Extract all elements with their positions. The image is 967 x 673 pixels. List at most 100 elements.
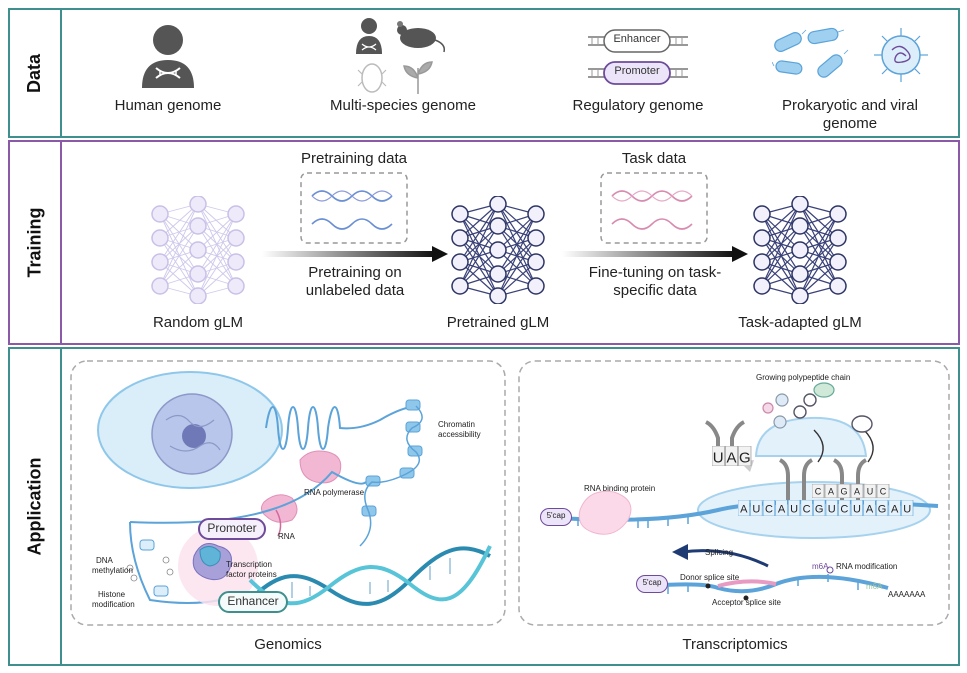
network-edge: [459, 203, 499, 287]
nucleotide-letter: C: [815, 487, 822, 497]
nucleotide-letter: U: [853, 504, 861, 516]
network-node: [791, 241, 809, 259]
application-row-label-box: [8, 347, 62, 666]
histone-label-2: modification: [92, 600, 135, 609]
nucleotide-letter: C: [840, 504, 848, 516]
pretraining-arrow: [262, 246, 448, 262]
network-node: [527, 253, 545, 271]
nucleotide-letter: A: [740, 504, 748, 516]
nucleotide-cell: [838, 500, 851, 516]
network-edge: [197, 203, 237, 263]
network-node: [189, 265, 207, 283]
network-node: [451, 205, 469, 223]
network-node: [527, 229, 545, 247]
nucleotide-cell: [875, 500, 889, 516]
network-node: [189, 287, 207, 304]
m6a-label-1: m6A: [812, 562, 829, 571]
human-genome-icon: [142, 25, 194, 88]
nucleotide-cell: [775, 500, 788, 516]
enhancer-pill: [218, 591, 288, 613]
donor-splice-label: Donor splice site: [680, 573, 740, 582]
network-node: [791, 287, 809, 304]
multi-species-label: Multi-species genome: [330, 97, 476, 114]
training-row-label: Training: [24, 207, 45, 278]
network-node: [489, 217, 507, 235]
network-edge: [159, 237, 199, 297]
network-node: [829, 253, 847, 271]
nucleotide-letter: A: [866, 504, 874, 516]
five-prime-cap-2: [636, 575, 668, 593]
network-node: [189, 217, 207, 235]
pretrained-glm-network: [451, 196, 545, 304]
task-adapted-glm-label: Task-adapted gLM: [738, 314, 862, 331]
tf-label-2: factor proteins: [226, 570, 277, 579]
nucleotide-cell: [863, 500, 876, 516]
five-prime-cap-2-label: 5'cap: [642, 578, 662, 587]
network-node: [489, 287, 507, 304]
network-edge: [799, 203, 839, 263]
network-edge: [799, 213, 839, 297]
acceptor-splice-label: Acceptor splice site: [712, 598, 781, 607]
enhancer-pill-label: Enhancer: [227, 594, 279, 608]
network-node: [227, 253, 245, 271]
network-node: [753, 205, 771, 223]
rbp-label: RNA binding protein: [584, 484, 656, 493]
nucleotide-cell: [762, 500, 776, 516]
regulatory-genome-label: Regulatory genome: [572, 97, 704, 114]
nucleotide-letter: A: [778, 504, 786, 516]
pretraining-arrow-label-1: Pretraining on: [308, 264, 402, 281]
pretraining-data-title: Pretraining data: [301, 150, 407, 167]
network-node: [829, 205, 847, 223]
nucleotide-letter: G: [840, 487, 847, 497]
nucleotide-letter: C: [880, 487, 887, 497]
network-edge: [459, 237, 499, 297]
network-node: [189, 196, 207, 213]
network-node: [151, 205, 169, 223]
five-prime-cap-1-label: 5'cap: [546, 511, 566, 520]
nucleotide-cell: [813, 500, 826, 516]
nucleotide-letter: U: [867, 487, 874, 497]
network-edge: [197, 237, 237, 297]
promoter-tag-label: Promoter: [614, 65, 660, 77]
network-edge: [761, 203, 801, 263]
network-edge: [159, 213, 199, 297]
promoter-pill-label: Promoter: [207, 521, 257, 535]
nucleotide-cell: [800, 500, 813, 516]
fine-tuning-arrow-label-1: Fine-tuning on task-: [588, 264, 722, 281]
network-node: [151, 277, 169, 295]
nucleotide-cell: [863, 484, 877, 498]
nucleotide-cell: [824, 484, 838, 498]
transcriptomics-title: Transcriptomics: [682, 636, 788, 653]
nucleotide-cell: [738, 500, 750, 516]
network-node: [527, 205, 545, 223]
promoter-pill: [198, 518, 266, 540]
nucleotide-letter: U: [713, 450, 724, 467]
network-node: [753, 229, 771, 247]
nucleotide-cell: [787, 500, 801, 516]
dna-methylation-label-2: methylation: [92, 566, 133, 575]
task-adapted-glm-network: [753, 196, 847, 304]
nucleotide-cell: [888, 500, 901, 516]
nucleotide-cell: [812, 484, 825, 498]
network-node: [451, 253, 469, 271]
training-panel: [8, 140, 960, 345]
nucleotide-letter: U: [828, 504, 836, 516]
fine-tuning-arrow-label-2: specific data: [613, 282, 697, 299]
network-node: [753, 253, 771, 271]
splicing-label: Splicing: [705, 548, 734, 557]
network-edge: [497, 213, 537, 297]
nucleotide-letter: A: [726, 450, 736, 467]
nucleotide-cell: [837, 484, 851, 498]
network-node: [227, 229, 245, 247]
human-genome-label: Human genome: [114, 97, 222, 114]
rna-polymerase-label: RNA polymerase: [304, 488, 365, 497]
network-node: [527, 277, 545, 295]
fine-tuning-arrow: [562, 246, 748, 262]
network-node: [227, 205, 245, 223]
nucleotide-cell: [738, 446, 752, 466]
nucleotide-cell: [850, 484, 864, 498]
multi-species-icon: [356, 18, 446, 94]
